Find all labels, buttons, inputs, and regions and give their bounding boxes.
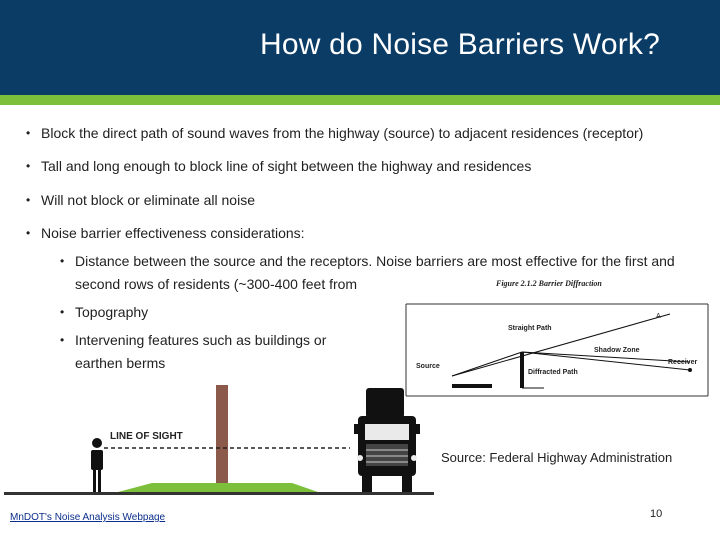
line-of-sight-illustration: LINE OF SIGHT — [4, 385, 434, 495]
slide-title: How do Noise Barriers Work? — [260, 28, 660, 61]
diffracted-path-label: Diffracted Path — [528, 369, 578, 376]
noise-wall — [216, 385, 228, 483]
receiver-point — [688, 368, 692, 372]
straight-path-line — [451, 313, 671, 377]
bullet-item: • Will not block or eliminate all noise — [26, 189, 706, 212]
bullet-item: • Noise barrier effectiveness considerat… — [26, 222, 706, 245]
sub-bullet-item: • Topography — [60, 301, 360, 324]
ground-line — [4, 492, 434, 495]
sub-bullet-text: Topography — [75, 304, 149, 320]
person-body — [91, 450, 103, 470]
straight-path-label: Straight Path — [508, 325, 552, 332]
accent-stripe — [0, 95, 720, 105]
point-a-label: A — [656, 313, 661, 320]
barrier-wall — [520, 352, 524, 388]
figure-source-credit: Source: Federal Highway Administration — [441, 450, 673, 465]
sub-bullet-text: Intervening features such as buildings o… — [75, 332, 327, 371]
diffracted-path-to-barrier — [451, 351, 523, 377]
person-leg-right — [98, 470, 101, 492]
earth-berm — [118, 483, 318, 492]
truck-icon — [354, 388, 420, 492]
source-label: Source — [416, 363, 440, 370]
shadow-zone-boundary — [521, 351, 691, 363]
bullet-text: Tall and long enough to block line of si… — [41, 158, 532, 174]
sub-bullet-item: • Distance between the source and the re… — [60, 250, 700, 296]
bullet-dot: • — [26, 126, 31, 140]
person-leg-left — [93, 470, 96, 492]
sub-bullet-item: • Intervening features such as buildings… — [60, 329, 360, 375]
receiver-label: Receiver — [668, 359, 697, 366]
title-bar: How do Noise Barriers Work? — [0, 0, 720, 95]
bullet-dot: • — [60, 333, 65, 347]
bullet-dot: • — [60, 305, 65, 319]
sub-bullet-text: Distance between the source and the rece… — [75, 253, 675, 292]
bullet-text: Block the direct path of sound waves fro… — [41, 125, 644, 141]
line-of-sight-label: LINE OF SIGHT — [110, 431, 183, 442]
shadow-zone-label: Shadow Zone — [594, 347, 640, 354]
bullet-dot: • — [26, 159, 31, 173]
bullet-text: Noise barrier effectiveness consideratio… — [41, 225, 305, 241]
barrier-diffraction-figure: Figure 2.1.2 Barrier Diffraction A Strai… — [394, 272, 720, 428]
bullet-dot: • — [26, 226, 31, 240]
bullet-dot: • — [60, 254, 65, 268]
source-road — [452, 384, 492, 388]
barrier-diffraction-diagram: Figure 2.1.2 Barrier Diffraction A Strai… — [405, 279, 709, 397]
bullet-item: • Tall and long enough to block line of … — [26, 155, 706, 178]
figure-caption: Figure 2.1.2 Barrier Diffraction — [495, 279, 602, 288]
page-number: 10 — [650, 508, 663, 520]
noise-analysis-webpage-link[interactable]: MnDOT's Noise Analysis Webpage — [10, 512, 166, 523]
diffracted-path-to-receiver — [521, 351, 691, 371]
bullet-dot: • — [26, 193, 31, 207]
person-head — [92, 438, 102, 448]
bullet-item: • Block the direct path of sound waves f… — [26, 122, 706, 145]
bullet-text: Will not block or eliminate all noise — [41, 192, 255, 208]
